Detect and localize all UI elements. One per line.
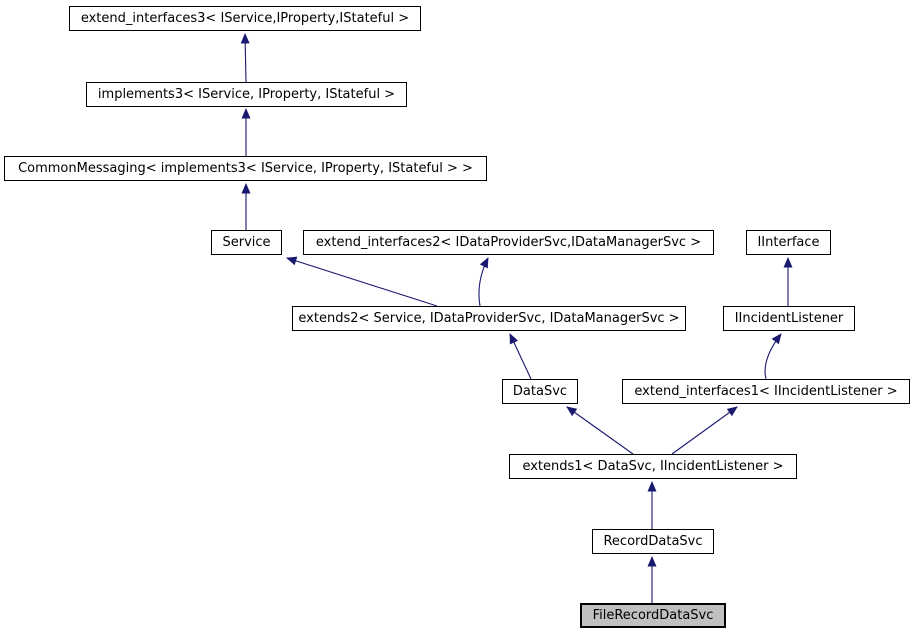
edge-extends2-to-extend_interfaces2 [478, 257, 489, 307]
edge-implements3-to-extend_interfaces3 [240, 33, 250, 83]
node-label: implements3< IService, IProperty, IState… [97, 87, 396, 102]
edge-extend_interfaces1-to-IIncidentListener [764, 333, 782, 380]
node-IIncidentListener[interactable]: IIncidentListener [723, 306, 855, 331]
node-extends2[interactable]: extends2< Service, IDataProviderSvc, IDa… [292, 306, 686, 331]
node-CommonMessaging[interactable]: CommonMessaging< implements3< IService, … [4, 156, 487, 181]
node-label: extends2< Service, IDataProviderSvc, IDa… [298, 311, 680, 326]
node-label: IIncidentListener [734, 311, 844, 326]
node-implements3[interactable]: implements3< IService, IProperty, IState… [86, 82, 407, 107]
node-extends1[interactable]: extends1< DataSvc, IIncidentListener > [509, 454, 797, 479]
node-label: extend_interfaces3< IService,IProperty,I… [80, 11, 410, 26]
node-label: RecordDataSvc [603, 534, 703, 549]
node-extend_interfaces1[interactable]: extend_interfaces1< IIncidentListener > [622, 379, 910, 404]
node-IInterface[interactable]: IInterface [746, 230, 831, 255]
node-FileRecordDataSvc: FileRecordDataSvc [580, 603, 726, 628]
node-label: DataSvc [512, 384, 568, 399]
node-label: extends1< DataSvc, IIncidentListener > [522, 459, 784, 474]
node-label: extend_interfaces1< IIncidentListener > [634, 384, 898, 399]
node-label: Service [222, 235, 271, 250]
node-label: IInterface [757, 235, 820, 250]
node-label: CommonMessaging< implements3< IService, … [18, 161, 473, 176]
edge-DataSvc-to-extends2 [509, 333, 532, 380]
edge-extends1-to-DataSvc [566, 406, 634, 455]
node-label: extend_interfaces2< IDataProviderSvc,IDa… [315, 235, 702, 250]
node-extend_interfaces2[interactable]: extend_interfaces2< IDataProviderSvc,IDa… [303, 230, 714, 255]
node-DataSvc[interactable]: DataSvc [502, 379, 578, 404]
node-label: FileRecordDataSvc [592, 608, 714, 623]
node-extend_interfaces3[interactable]: extend_interfaces3< IService,IProperty,I… [69, 6, 421, 31]
edge-extends1-to-extend_interfaces1 [671, 406, 738, 455]
edge-extends2-to-Service [286, 256, 438, 307]
node-Service[interactable]: Service [211, 230, 282, 255]
node-RecordDataSvc[interactable]: RecordDataSvc [592, 529, 714, 554]
